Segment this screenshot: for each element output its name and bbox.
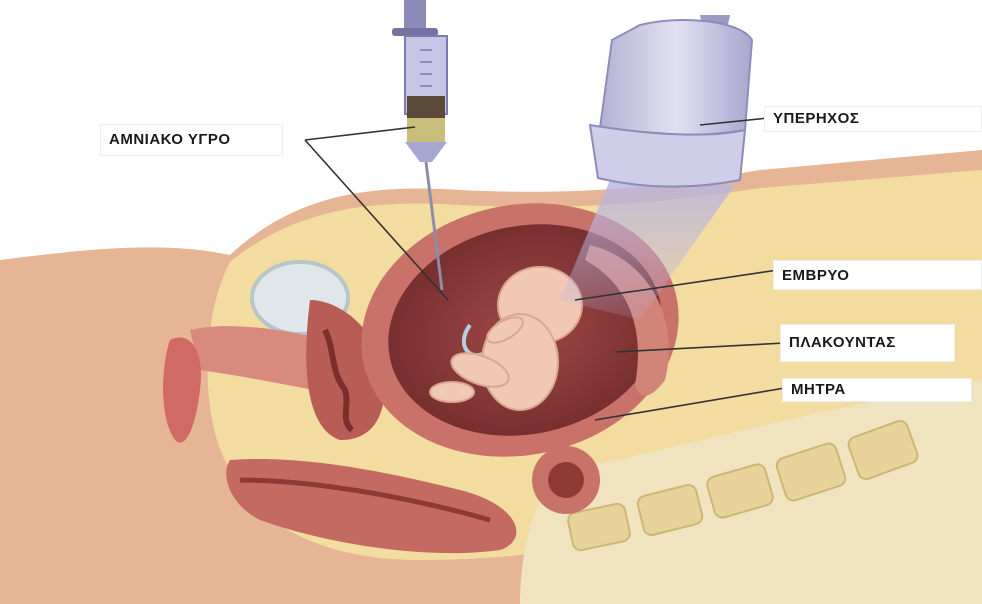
label-placenta: ΠΛΑΚΟΥΝΤΑΣ xyxy=(780,324,955,362)
label-ultrasound: ΥΠΕΡΗΧΟΣ xyxy=(764,106,982,132)
label-embryo: ΕΜΒΡΥΟ xyxy=(773,260,982,290)
label-amniotic-fluid: ΑΜΝΙΑΚΟ ΥΓΡΟ xyxy=(100,124,283,156)
ultrasound-probe xyxy=(590,15,752,187)
leader-line-amniotic-syringe xyxy=(305,127,415,140)
label-uterus: ΜΗΤΡΑ xyxy=(782,378,972,402)
